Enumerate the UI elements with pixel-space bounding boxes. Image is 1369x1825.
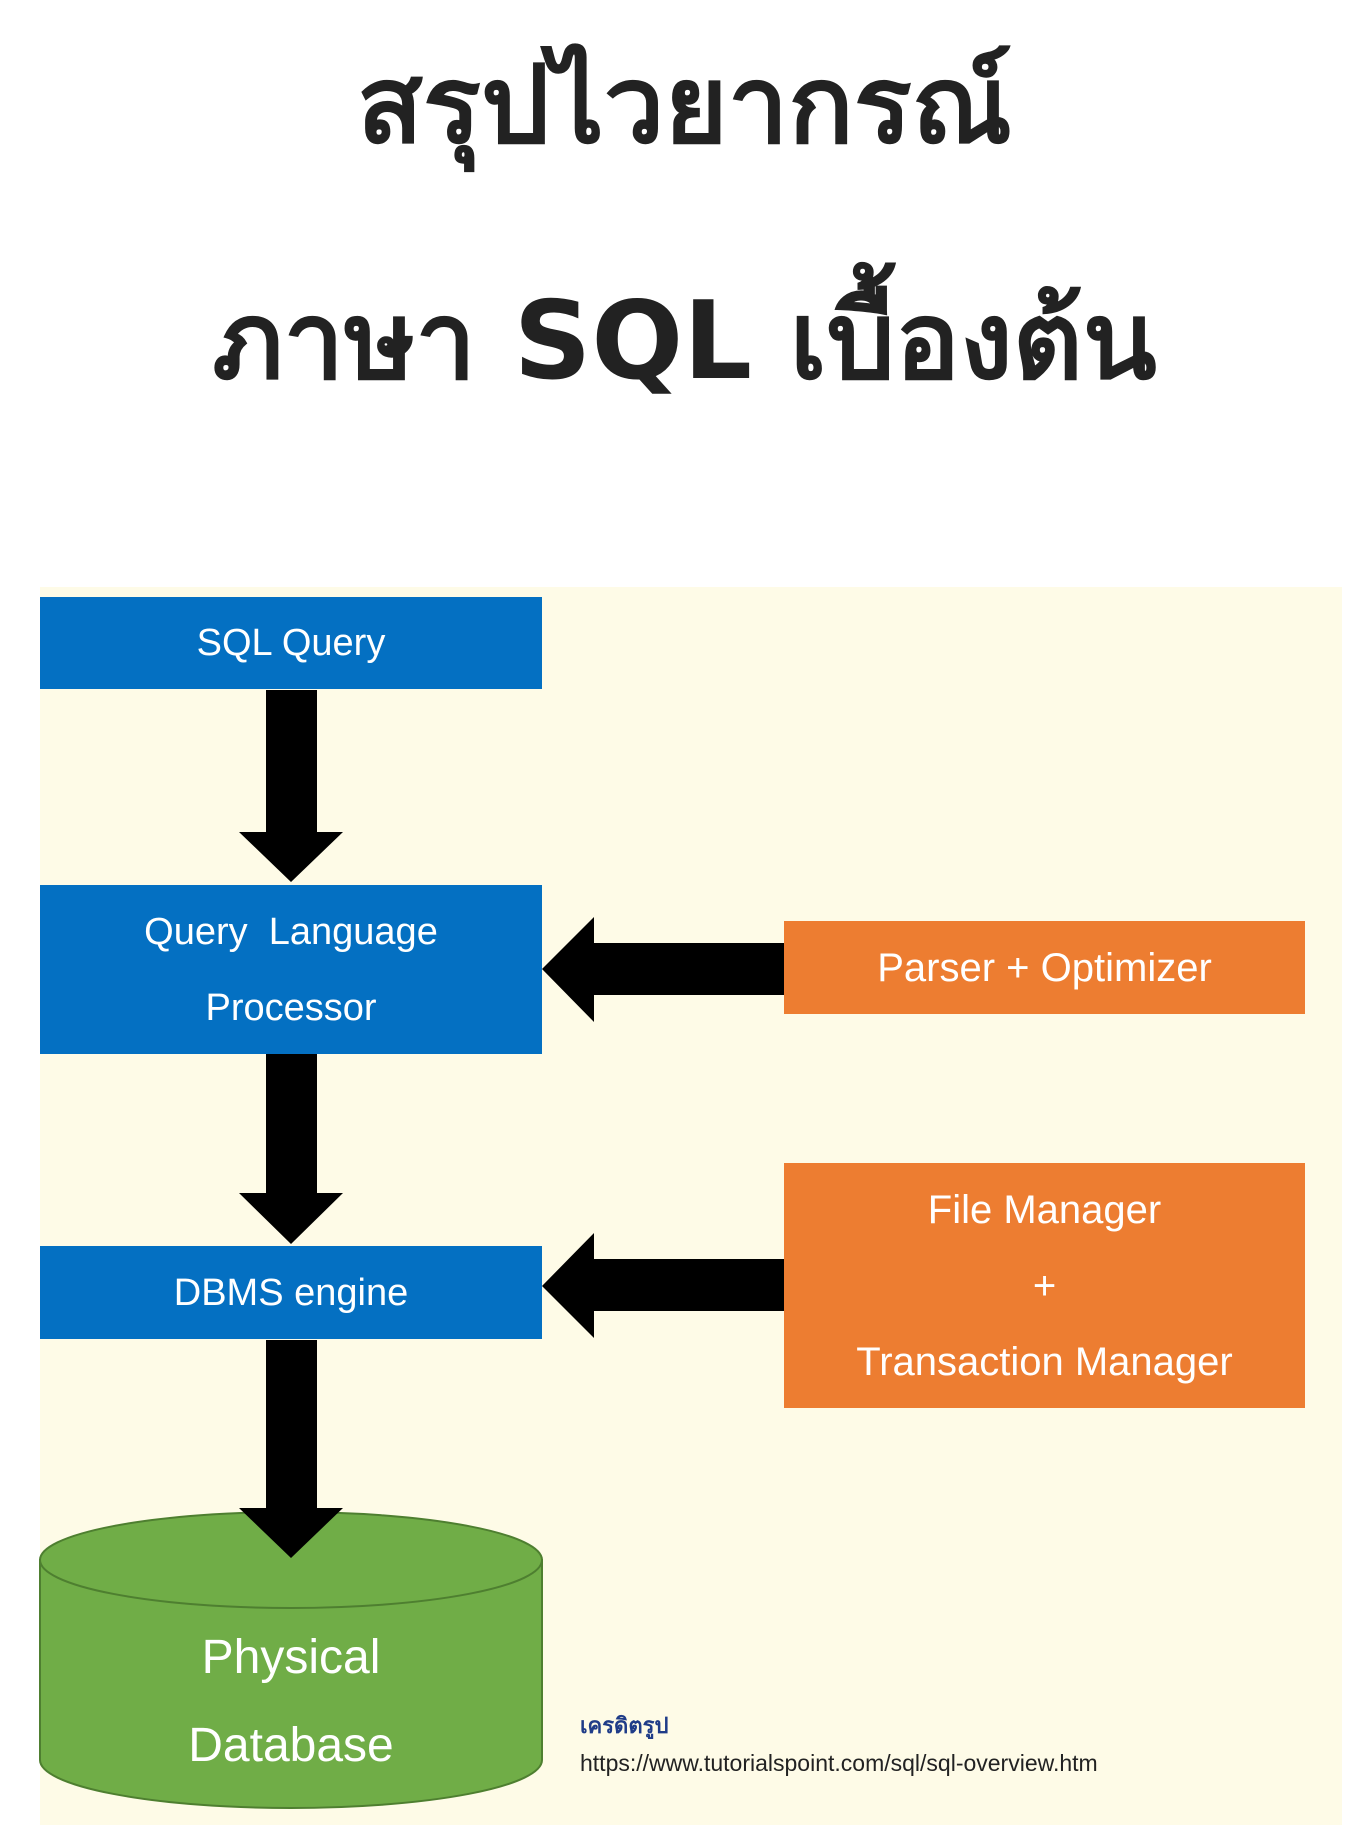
- sql-query-box: SQL Query: [40, 597, 542, 689]
- dbms-engine-box: DBMS engine: [40, 1246, 542, 1339]
- transaction-manager-label: Transaction Manager: [856, 1339, 1233, 1384]
- plus-label: +: [1032, 1263, 1057, 1308]
- sql-query-label: SQL Query: [196, 622, 386, 664]
- file-manager-label: File Manager: [927, 1187, 1162, 1232]
- arrow-down-2: [239, 1053, 343, 1244]
- physical-database-label-line-1: Physical: [201, 1631, 381, 1684]
- arrow-down-3: [239, 1340, 343, 1558]
- query-processor-label-line-1: Query Language: [144, 910, 438, 953]
- arrow-left-2: [542, 1233, 784, 1338]
- database-body: [39, 1559, 543, 1809]
- database-cylinder: [39, 1511, 543, 1809]
- image-credit-url: https://www.tutorialspoint.com/sql/sql-o…: [580, 1750, 1098, 1776]
- parser-optimizer-label: Parser + Optimizer: [877, 945, 1212, 990]
- physical-database-label-line-2: Database: [188, 1719, 394, 1772]
- title-line-1: สรุปไวยากรณ์: [357, 43, 1012, 168]
- query-language-processor-box: Query Language Processor: [40, 885, 542, 1054]
- title-line-2: ภาษา SQL เบื้องต้น: [212, 279, 1157, 404]
- file-transaction-manager-box: File Manager + Transaction Manager: [784, 1163, 1305, 1408]
- dbms-engine-label: DBMS engine: [173, 1271, 409, 1314]
- query-processor-label-line-2: Processor: [205, 986, 377, 1029]
- image-credit-label: เครดิตรูป: [580, 1714, 669, 1739]
- arrow-down-1: [239, 690, 343, 882]
- arrow-left-1: [542, 917, 784, 1022]
- parser-optimizer-box: Parser + Optimizer: [784, 921, 1305, 1014]
